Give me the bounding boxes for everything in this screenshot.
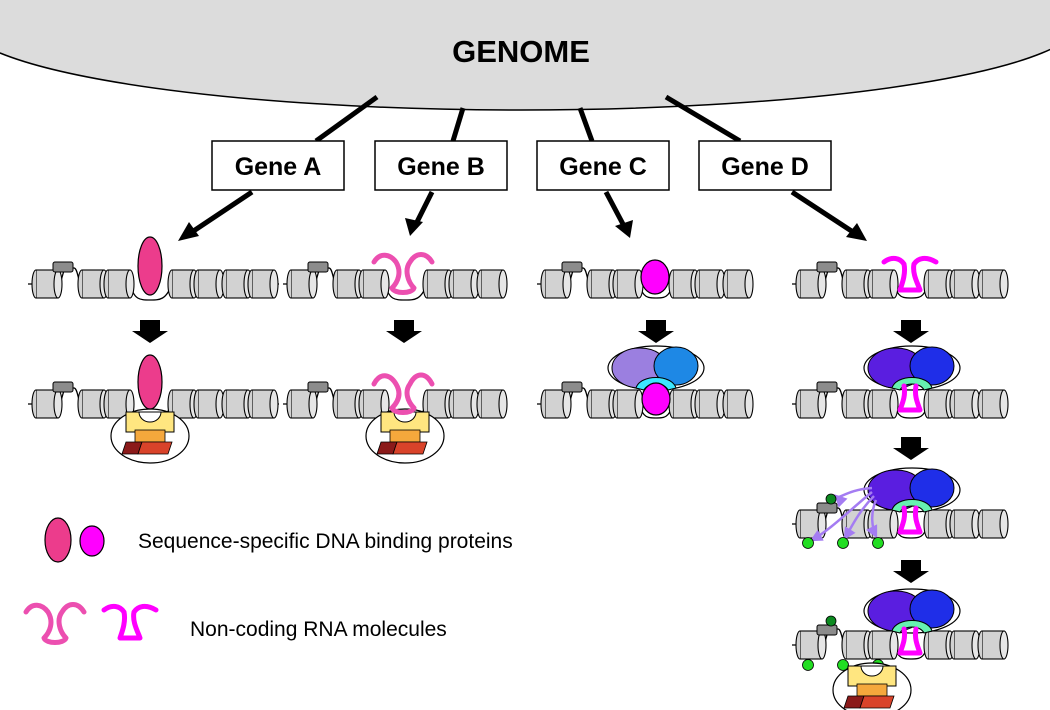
noncoding-rna (371, 372, 435, 415)
histone-modification (802, 659, 814, 671)
chromatin-remodeler-c (607, 345, 705, 391)
legend-proteins: Sequence-specific DNA binding proteins (44, 517, 513, 563)
gene-label-a: Gene A (235, 153, 322, 181)
chromatin-d-fourth (792, 588, 1009, 710)
gene-label-c: Gene C (559, 153, 647, 181)
legend-rna-label: Non-coding RNA molecules (190, 618, 447, 641)
genome-shape (0, 0, 1050, 111)
chromatin-remodeler-d (863, 345, 961, 391)
chromatin-c-top (537, 259, 754, 299)
modification-arrows (809, 486, 878, 542)
step-arrow-c (638, 320, 674, 343)
chromatin-remodeler-d (863, 588, 961, 634)
genome-connectors (314, 94, 742, 144)
dna-binding-protein (137, 354, 163, 410)
legend-rna-pink (23, 602, 87, 645)
legend: Sequence-specific DNA binding proteins N… (23, 517, 513, 645)
gene-box-c: Gene C (536, 140, 670, 191)
column-a (28, 236, 279, 464)
chromatin-a-bottom (28, 354, 279, 464)
histone-modification (825, 615, 837, 627)
column-d (792, 255, 1009, 710)
chromatin-d-third (792, 467, 1009, 549)
dna-binding-protein (137, 236, 163, 296)
step-arrow-d1 (893, 320, 929, 343)
noncoding-rna (897, 626, 923, 656)
dna-binding-protein (641, 382, 671, 416)
step-arrow-d3 (893, 560, 929, 583)
step-arrow-a (132, 320, 168, 343)
gene-label-b: Gene B (397, 153, 485, 181)
legend-protein-pink (44, 517, 72, 563)
genome: GENOME (0, 0, 1050, 111)
legend-rna-magenta (101, 603, 159, 641)
histone-modification (837, 659, 849, 671)
gene-arrows (178, 189, 867, 241)
chromatin-b-bottom (283, 372, 508, 464)
genome-label: GENOME (452, 34, 590, 69)
legend-protein-magenta (79, 525, 105, 557)
transcription-complex-d (832, 662, 912, 710)
transcription-complex-a (110, 408, 190, 464)
dna-binding-protein (640, 259, 670, 295)
transcription-complex-b (365, 408, 445, 464)
column-c (537, 259, 754, 419)
legend-proteins-label: Sequence-specific DNA binding proteins (138, 530, 513, 553)
histone-modification (872, 537, 884, 549)
gene-label-d: Gene D (721, 153, 809, 181)
column-b (283, 252, 508, 464)
gene-box-b: Gene B (374, 140, 508, 191)
chromatin-remodeler-d (863, 467, 961, 513)
histone-modification (825, 493, 837, 505)
gene-box-a: Gene A (211, 140, 345, 191)
noncoding-rna (897, 505, 923, 535)
noncoding-rna (881, 255, 939, 293)
histone-modification (837, 537, 849, 549)
chromatin-c-bottom (537, 345, 754, 419)
chromatin-d-top (792, 255, 1009, 299)
chromatin-a-top (28, 236, 279, 301)
step-arrow-b (386, 320, 422, 343)
chromatin-d-second (792, 345, 1009, 419)
chromatin-b-top (283, 252, 508, 301)
gene-box-d: Gene D (698, 140, 832, 191)
histone-modification (802, 537, 814, 549)
legend-rna: Non-coding RNA molecules (23, 602, 447, 645)
step-arrow-d2 (893, 437, 929, 460)
noncoding-rna (371, 252, 435, 295)
noncoding-rna (897, 383, 923, 413)
